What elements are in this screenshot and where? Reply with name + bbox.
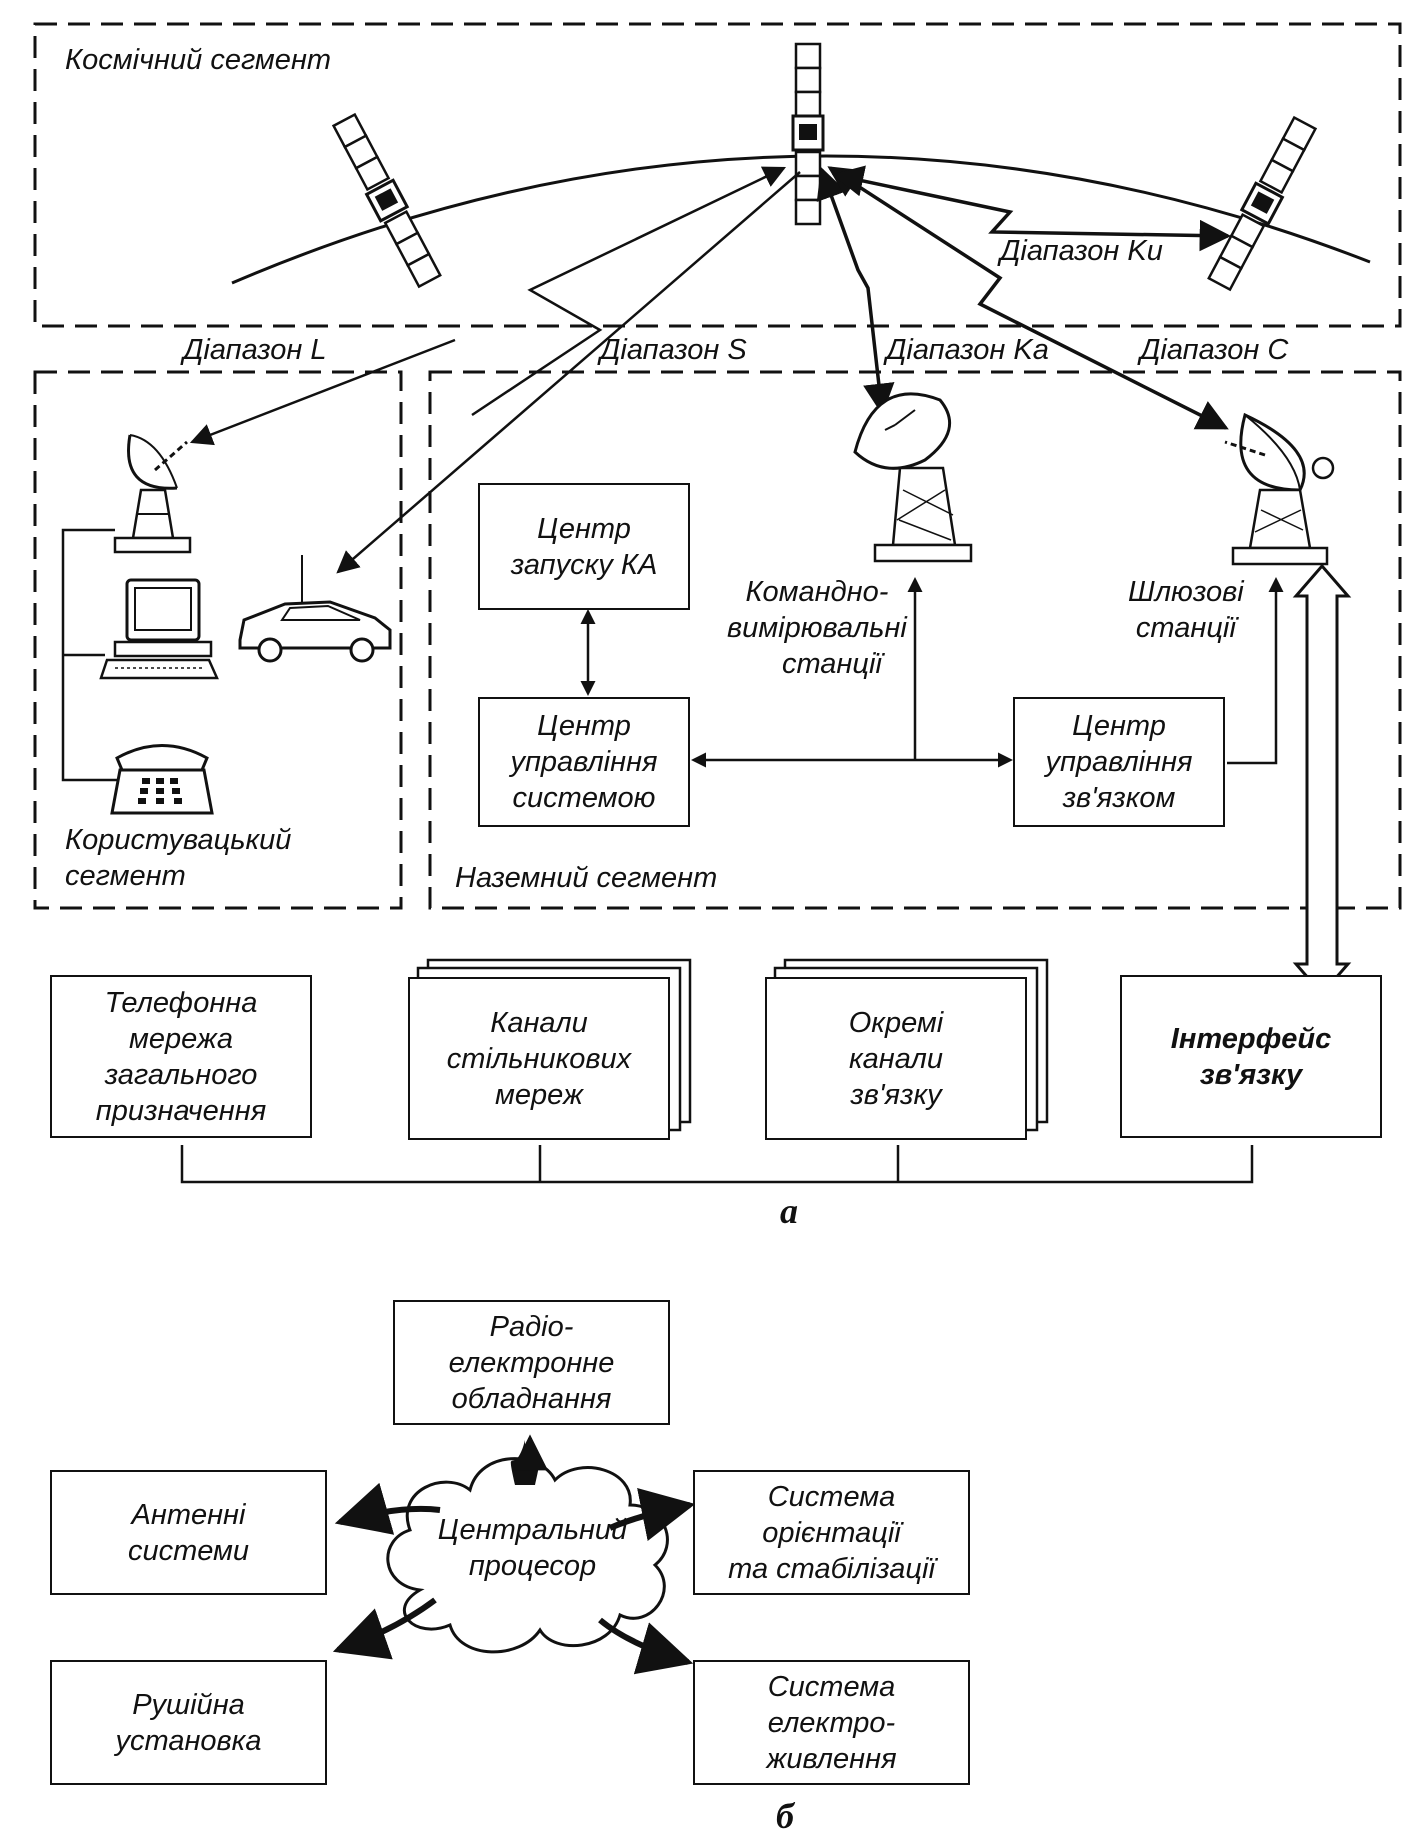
- zigzag-link-left: [471, 166, 787, 417]
- user-segment-label: Користувацький сегмент: [65, 822, 291, 894]
- arrow-to-radio: [510, 1440, 540, 1485]
- user-segment-label-line2: сегмент: [65, 860, 186, 892]
- comm-control-to-gateway: [1227, 577, 1284, 765]
- left-satellite-icon: [331, 112, 442, 289]
- user-segment-label-line1: Користувацький: [65, 824, 292, 856]
- caption-a: а: [780, 1191, 798, 1231]
- arrow-to-antenna: [334, 1482, 441, 1535]
- ka-band-link: [816, 167, 895, 416]
- band-s-label: Діапазон S: [600, 334, 747, 366]
- computer-icon: [99, 578, 219, 680]
- right-satellite-icon: [1207, 115, 1318, 292]
- space-segment-label: Космічний сегмент: [65, 44, 332, 76]
- telephone-icon: [110, 744, 214, 815]
- network-bus: [180, 1145, 1254, 1184]
- ground-segment-label: Наземний сегмент: [455, 862, 718, 894]
- band-c-label: Діапазон C: [1140, 334, 1289, 366]
- interface-double-arrow: [1292, 563, 1352, 997]
- command-station-antenna-icon: [853, 392, 973, 563]
- l-band-link: [189, 338, 456, 446]
- gateway-station-antenna-icon: [1224, 412, 1335, 566]
- central-processor-label: Центральний процесор: [437, 1514, 628, 1582]
- c-band-link: [827, 166, 1229, 430]
- ground-segment-frame: [428, 370, 1402, 910]
- band-l-label: Діапазон L: [183, 334, 327, 366]
- user-segment-frame: [33, 370, 403, 910]
- command-stations-label: Командно- вимірювальні станції: [727, 576, 907, 680]
- band-ka-label: Діапазон Ka: [886, 334, 1049, 366]
- caption-b: б: [776, 1796, 794, 1836]
- arrow-to-propulsion: [332, 1597, 437, 1660]
- arrow-to-power: [598, 1617, 694, 1675]
- gateway-stations-label: Шлюзові станції: [1128, 576, 1244, 644]
- band-ku-label: Діапазон Ku: [1000, 235, 1163, 267]
- ku-band-link: [831, 165, 1232, 252]
- central-satellite-icon: [791, 42, 825, 226]
- space-segment-frame: [33, 22, 1402, 328]
- s-band-link: [336, 171, 801, 574]
- arrow-to-orientation: [608, 1488, 696, 1542]
- user-antenna-icon: [113, 434, 192, 554]
- car-icon: [238, 555, 392, 663]
